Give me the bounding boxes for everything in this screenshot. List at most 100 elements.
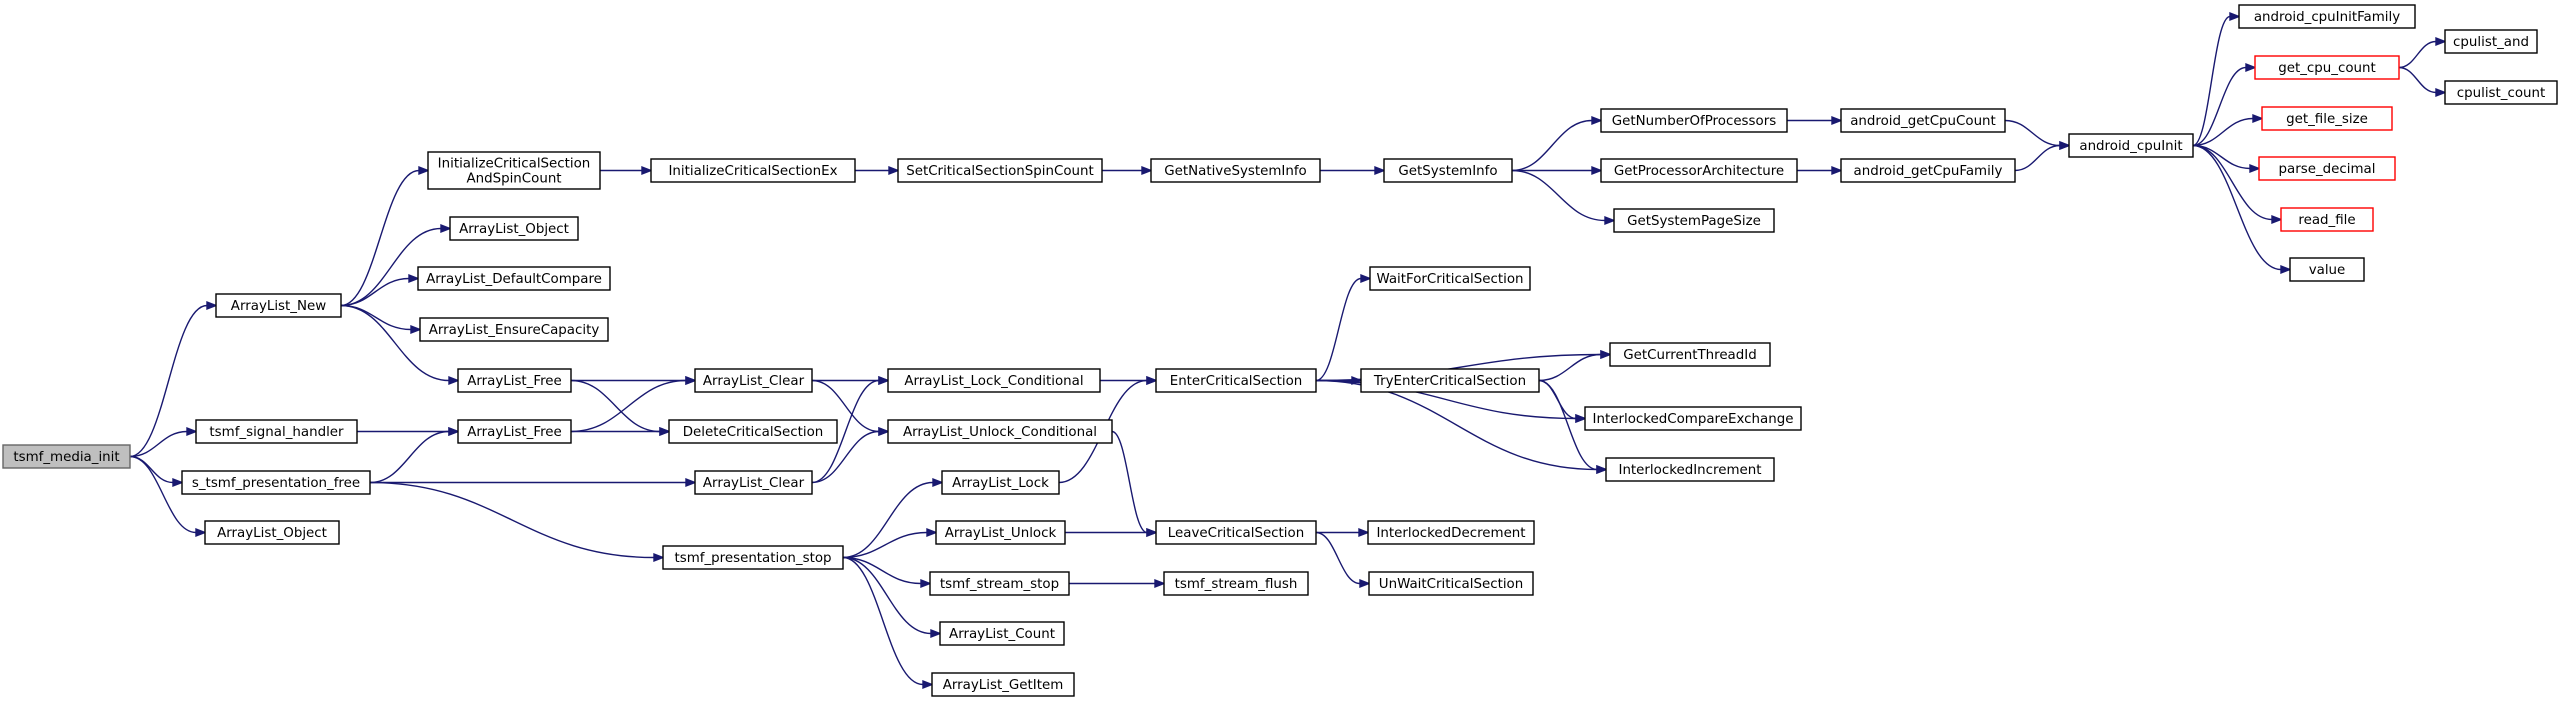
- node-label: InitializeCriticalSection: [438, 157, 591, 172]
- node-arraylist-defaultcompare[interactable]: ArrayList_DefaultCompare: [417, 266, 611, 291]
- node-label: AndSpinCount: [466, 172, 561, 187]
- node-parse-decimal[interactable]: parse_decimal: [2258, 156, 2396, 181]
- edge-GetSystemInfo-to-GetNumberOfProcessors: [1511, 115, 1603, 172]
- node-arraylist-clear-a[interactable]: ArrayList_Clear: [694, 368, 813, 393]
- edge-android_cpuInit-to-get_cpu_count: [2192, 62, 2257, 147]
- arrowhead: [440, 223, 452, 234]
- node-getprocessorarchitecture[interactable]: GetProcessorArchitecture: [1600, 158, 1798, 183]
- edge-line: [129, 455, 174, 484]
- node-label: LeaveCriticalSection: [1168, 526, 1304, 541]
- node-arraylist-ensurecapacity[interactable]: ArrayList_EnsureCapacity: [419, 317, 609, 342]
- arrowhead: [685, 477, 697, 488]
- edge-tsmf_presentation_stop-to-tsmf_stream_stop: [842, 556, 932, 589]
- edge-ArrayList_Clear_b-to-ArrayList_Lock_Conditional: [811, 375, 890, 484]
- node-android-cpuinitfamily[interactable]: android_cpuInitFamily: [2238, 4, 2416, 29]
- node-label: InterlockedIncrement: [1619, 463, 1762, 478]
- edge-line: [1315, 277, 1362, 382]
- arrowhead: [448, 375, 460, 386]
- node-box: [204, 520, 340, 545]
- node-box: [457, 368, 572, 393]
- node-arraylist-lock-conditional[interactable]: ArrayList_Lock_Conditional: [887, 368, 1101, 393]
- node-label: GetNumberOfProcessors: [1612, 114, 1776, 129]
- node-label: ArrayList_Lock_Conditional: [904, 374, 1083, 389]
- node-label: UnWaitCriticalSection: [1379, 577, 1523, 592]
- edge-line: [842, 481, 934, 559]
- node-arraylist-unlock-conditional[interactable]: ArrayList_Unlock_Conditional: [887, 419, 1113, 444]
- node-cpulist-and[interactable]: cpulist_and: [2444, 29, 2538, 54]
- node-entercriticalsection[interactable]: EnterCriticalSection: [1155, 368, 1317, 393]
- edge-GetSystemInfo-to-GetProcessorArchitecture: [1511, 165, 1603, 176]
- node-getsysteminfo[interactable]: GetSystemInfo: [1383, 158, 1513, 183]
- node-initializecriticalsectionex[interactable]: InitializeCriticalSectionEx: [650, 158, 856, 183]
- arrowhead: [410, 324, 422, 335]
- node-tryentercriticalsection[interactable]: TryEnterCriticalSection: [1360, 368, 1540, 393]
- arrowhead: [1358, 527, 1370, 538]
- node-arraylist-clear-b[interactable]: ArrayList_Clear: [694, 470, 813, 495]
- arrowhead: [1146, 527, 1158, 538]
- node-arraylist-object-b[interactable]: ArrayList_Object: [449, 216, 579, 241]
- node-box: [1600, 158, 1798, 183]
- node-cpulist-count[interactable]: cpulist_count: [2444, 80, 2558, 105]
- node-get-file-size[interactable]: get_file_size: [2261, 106, 2393, 131]
- node-box: [2238, 4, 2416, 29]
- node-android-getcpucount[interactable]: android_getCpuCount: [1840, 108, 2006, 133]
- node-box: [2068, 133, 2194, 158]
- edge-ArrayList_Free_b-to-DeleteCriticalSection: [571, 426, 671, 437]
- arrowhead: [448, 426, 460, 437]
- node-box: [1600, 108, 1788, 133]
- nodes-layer: tsmf_media_init ArrayList_New tsmf_signal_…: [2, 4, 2558, 697]
- node-read-file[interactable]: read_file: [2280, 207, 2374, 232]
- node-getcurrentthreadid[interactable]: GetCurrentThreadId: [1609, 342, 1771, 367]
- node-getsystempagesize[interactable]: GetSystemPageSize: [1613, 208, 1775, 233]
- node-arraylist-lock[interactable]: ArrayList_Lock: [941, 470, 1060, 495]
- arrowhead: [878, 426, 890, 437]
- edge-line: [369, 430, 450, 484]
- node-label: InitializeCriticalSectionEx: [668, 164, 837, 179]
- edge-android_cpuInit-to-parse_decimal: [2192, 144, 2261, 174]
- node-tsmf-stream-stop[interactable]: tsmf_stream_stop: [929, 571, 1070, 596]
- node-tsmf-media-init[interactable]: tsmf_media_init: [2, 444, 131, 469]
- node-box: [2444, 29, 2538, 54]
- node-label: InterlockedCompareExchange: [1593, 412, 1794, 427]
- node-setcriticalsectionspincount[interactable]: SetCriticalSectionSpinCount: [897, 158, 1103, 183]
- node-getnativesysteminfo[interactable]: GetNativeSystemInfo: [1150, 158, 1321, 183]
- node-interlockeddecrement[interactable]: InterlockedDecrement: [1367, 520, 1535, 545]
- node-tsmf-presentation-stop[interactable]: tsmf_presentation_stop: [662, 545, 844, 570]
- edge-line: [1538, 379, 1598, 471]
- node-waitforcriticalsection[interactable]: WaitForCriticalSection: [1369, 266, 1531, 291]
- node-label: tsmf_stream_flush: [1175, 577, 1298, 592]
- node-interlockedcompareexchange[interactable]: InterlockedCompareExchange: [1584, 406, 1802, 431]
- node-deletecriticalsection[interactable]: DeleteCriticalSection: [668, 419, 838, 444]
- node-value[interactable]: value: [2289, 257, 2365, 282]
- edge-line: [1511, 119, 1593, 172]
- arrowhead: [930, 628, 942, 639]
- node-unwaitcriticalsection[interactable]: UnWaitCriticalSection: [1368, 571, 1534, 596]
- node-leavecriticalsection[interactable]: LeaveCriticalSection: [1155, 520, 1317, 545]
- node-arraylist-object-a[interactable]: ArrayList_Object: [204, 520, 340, 545]
- arrowhead: [2252, 113, 2264, 124]
- node-tsmf-stream-flush[interactable]: tsmf_stream_flush: [1163, 571, 1309, 596]
- node-s-tsmf-presentation-free[interactable]: s_tsmf_presentation_free: [181, 470, 371, 495]
- node-arraylist-getitem[interactable]: ArrayList_GetItem: [931, 672, 1075, 697]
- node-label: ArrayList_Unlock_Conditional: [903, 425, 1097, 440]
- node-label: ArrayList_DefaultCompare: [426, 272, 602, 287]
- node-arraylist-unlock[interactable]: ArrayList_Unlock: [935, 520, 1066, 545]
- node-interlockedincrement[interactable]: InterlockedIncrement: [1605, 457, 1775, 482]
- arrowhead: [186, 426, 198, 437]
- node-get-cpu-count[interactable]: get_cpu_count: [2254, 55, 2400, 80]
- node-arraylist-new[interactable]: ArrayList_New: [215, 293, 342, 318]
- node-box: [1613, 208, 1775, 233]
- edge-ArrayList_Unlock_Conditional-to-LeaveCriticalSection: [1111, 430, 1158, 538]
- node-arraylist-free-a[interactable]: ArrayList_Free: [457, 368, 572, 393]
- node-tsmf-signal-handler[interactable]: tsmf_signal_handler: [195, 419, 358, 444]
- node-android-getcpufamily[interactable]: android_getCpuFamily: [1840, 158, 2016, 183]
- edge-tsmf_presentation_stop-to-ArrayList_Lock: [842, 477, 944, 559]
- node-arraylist-free-b[interactable]: ArrayList_Free: [457, 419, 572, 444]
- node-arraylist-count[interactable]: ArrayList_Count: [939, 621, 1065, 646]
- edge-get_cpu_count-to-cpulist_count: [2398, 66, 2447, 98]
- node-getnumberofprocessors[interactable]: GetNumberOfProcessors: [1600, 108, 1788, 133]
- edge-ArrayList_Free_b-to-ArrayList_Clear_a: [570, 375, 697, 433]
- node-android-cpuinit[interactable]: android_cpuInit: [2068, 133, 2194, 158]
